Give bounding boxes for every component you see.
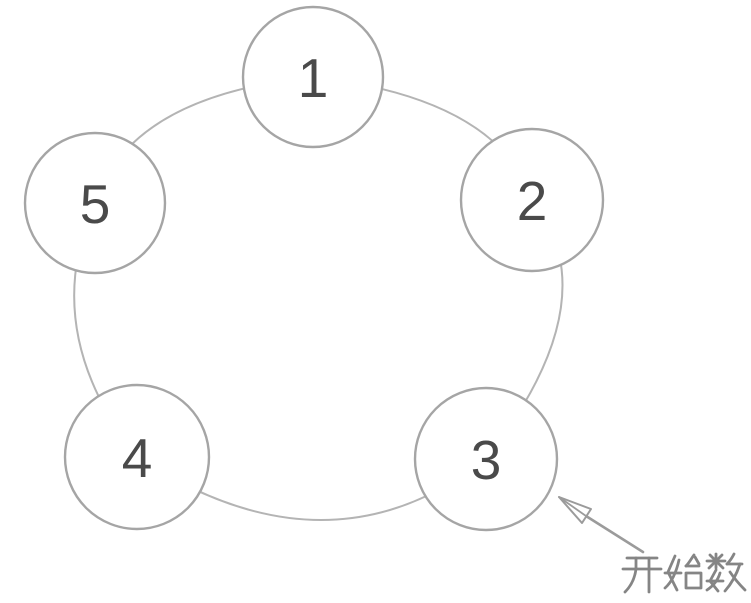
node-1-circle xyxy=(241,5,385,149)
node-4-label: 4 xyxy=(122,427,153,489)
node-2-label: 2 xyxy=(517,170,548,232)
node-4: 4 xyxy=(63,383,211,531)
node-3-circle xyxy=(413,386,559,532)
node-3: 3 xyxy=(413,386,559,532)
arrow-head-crease xyxy=(558,496,587,517)
annotation-label-glyphs xyxy=(621,552,747,594)
node-1-label: 1 xyxy=(298,47,329,109)
annotation-arrow xyxy=(558,496,645,554)
glyph-shi xyxy=(663,553,703,592)
node-5: 5 xyxy=(23,131,167,275)
node-5-circle xyxy=(23,131,167,275)
glyph-shu xyxy=(705,552,747,593)
glyph-kai xyxy=(621,556,663,594)
node-2-circle xyxy=(459,127,605,273)
node-5-label: 5 xyxy=(80,173,111,235)
node-4-circle xyxy=(63,383,211,531)
node-1: 1 xyxy=(241,5,385,149)
arrow-shaft xyxy=(584,514,645,554)
node-3-label: 3 xyxy=(471,429,502,491)
node-2: 2 xyxy=(459,127,605,273)
